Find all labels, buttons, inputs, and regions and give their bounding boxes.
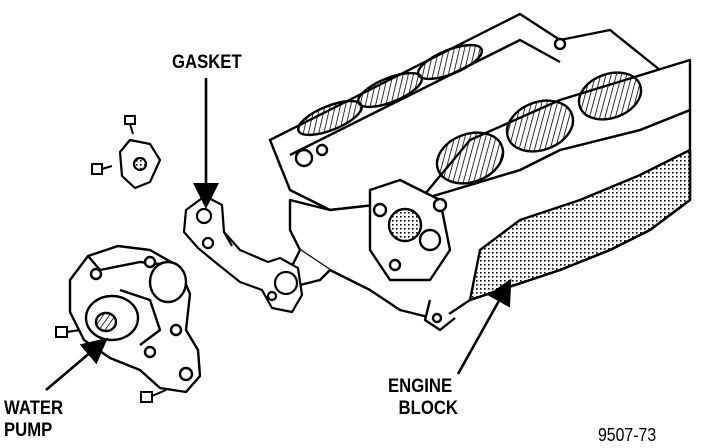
gasket-label: GASKET (172, 52, 242, 73)
engine-block-label-line1: ENGINE (388, 376, 453, 397)
bolt-left-icon (91, 163, 113, 175)
engine-block-label: ENGINE BLOCK (388, 376, 458, 420)
engine-block-drawing (268, 12, 692, 332)
bolt-top-icon (124, 115, 136, 135)
figure-id-label: 9507-73 (598, 425, 657, 445)
water-pump-label-line2: PUMP (4, 420, 53, 441)
bracket-drawing (118, 138, 162, 190)
bolt-pump-bottom-icon (140, 389, 167, 403)
engine-block-callout-arrow (456, 278, 512, 375)
water-pump-label: WATER PUMP (4, 398, 63, 442)
water-pump-callout-arrow (45, 337, 108, 391)
water-pump-drawing (68, 244, 202, 394)
engine-block-label-line2: BLOCK (398, 398, 459, 419)
water-pump-label-line1: WATER (4, 398, 64, 419)
bolt-pump-left-icon (55, 326, 81, 338)
gasket-drawing (182, 194, 304, 314)
